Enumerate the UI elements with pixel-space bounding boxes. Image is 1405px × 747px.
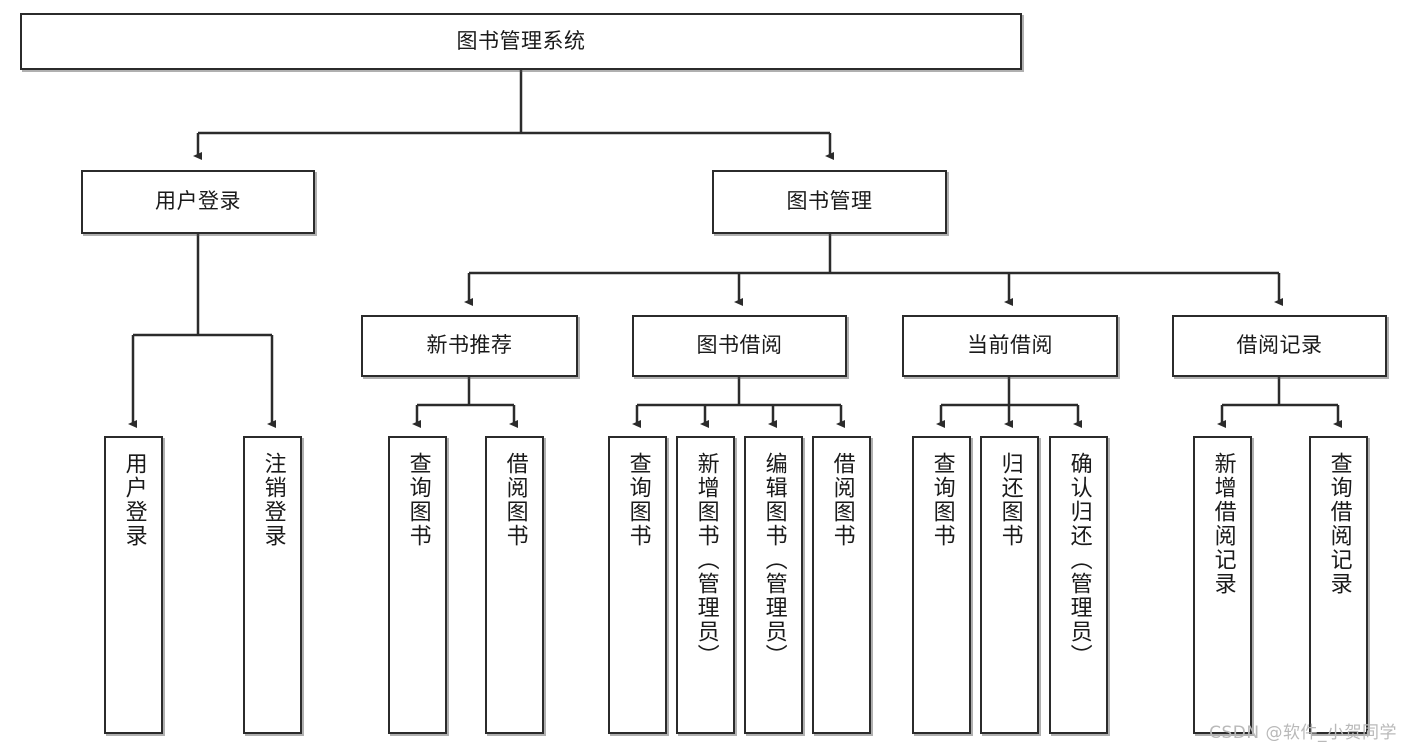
node-label: 图书管理	[786, 189, 873, 214]
leaf-current-borrow-query-book[interactable]: 查询图书	[912, 436, 971, 734]
node-book-management[interactable]: 图书管理	[712, 170, 947, 234]
node-label: 图书借阅	[696, 333, 783, 358]
node-label: 当前借阅	[967, 333, 1053, 358]
node-label: 借阅图书	[829, 452, 855, 548]
node-label: 借阅图书	[502, 452, 528, 548]
leaf-new-book-query-book[interactable]: 查询图书	[388, 436, 447, 734]
node-label: 新书推荐	[426, 333, 513, 358]
watermark-text: CSDN @软件_小贺同学	[1209, 723, 1397, 743]
node-label: 确认归还（管理员）	[1066, 452, 1092, 668]
node-label: 用户登录	[121, 452, 147, 548]
leaf-current-borrow-return-book[interactable]: 归还图书	[980, 436, 1039, 734]
node-label: 编辑图书（管理员）	[761, 452, 787, 668]
node-label: 注销登录	[260, 452, 286, 548]
leaf-current-borrow-confirm-return-admin[interactable]: 确认归还（管理员）	[1049, 436, 1108, 734]
leaf-user-login-logout[interactable]: 注销登录	[243, 436, 302, 734]
leaf-borrow-record-query-record[interactable]: 查询借阅记录	[1309, 436, 1368, 734]
node-borrow-record[interactable]: 借阅记录	[1172, 315, 1387, 377]
leaf-book-borrow-borrow-book[interactable]: 借阅图书	[812, 436, 871, 734]
node-new-book-recommend[interactable]: 新书推荐	[361, 315, 578, 377]
node-label: 查询图书	[405, 452, 431, 548]
leaf-book-borrow-query-book[interactable]: 查询图书	[608, 436, 667, 734]
leaf-book-borrow-add-book-admin[interactable]: 新增图书（管理员）	[676, 436, 735, 734]
leaf-borrow-record-add-record[interactable]: 新增借阅记录	[1193, 436, 1252, 734]
node-book-borrow[interactable]: 图书借阅	[632, 315, 847, 377]
node-user-login[interactable]: 用户登录	[81, 170, 315, 234]
node-label: 查询图书	[625, 452, 651, 548]
leaf-new-book-borrow-book[interactable]: 借阅图书	[485, 436, 544, 734]
node-label: 借阅记录	[1236, 333, 1323, 358]
node-current-borrow[interactable]: 当前借阅	[902, 315, 1118, 377]
node-label: 图书管理系统	[456, 28, 586, 53]
node-label: 查询图书	[929, 452, 955, 548]
node-root-book-management-system[interactable]: 图书管理系统	[20, 13, 1022, 70]
node-label: 新增借阅记录	[1210, 452, 1236, 596]
node-label: 归还图书	[997, 452, 1023, 548]
leaf-book-borrow-edit-book-admin[interactable]: 编辑图书（管理员）	[744, 436, 803, 734]
node-label: 查询借阅记录	[1326, 452, 1352, 596]
leaf-user-login-login[interactable]: 用户登录	[104, 436, 163, 734]
node-label: 用户登录	[155, 189, 241, 214]
node-label: 新增图书（管理员）	[693, 452, 719, 668]
